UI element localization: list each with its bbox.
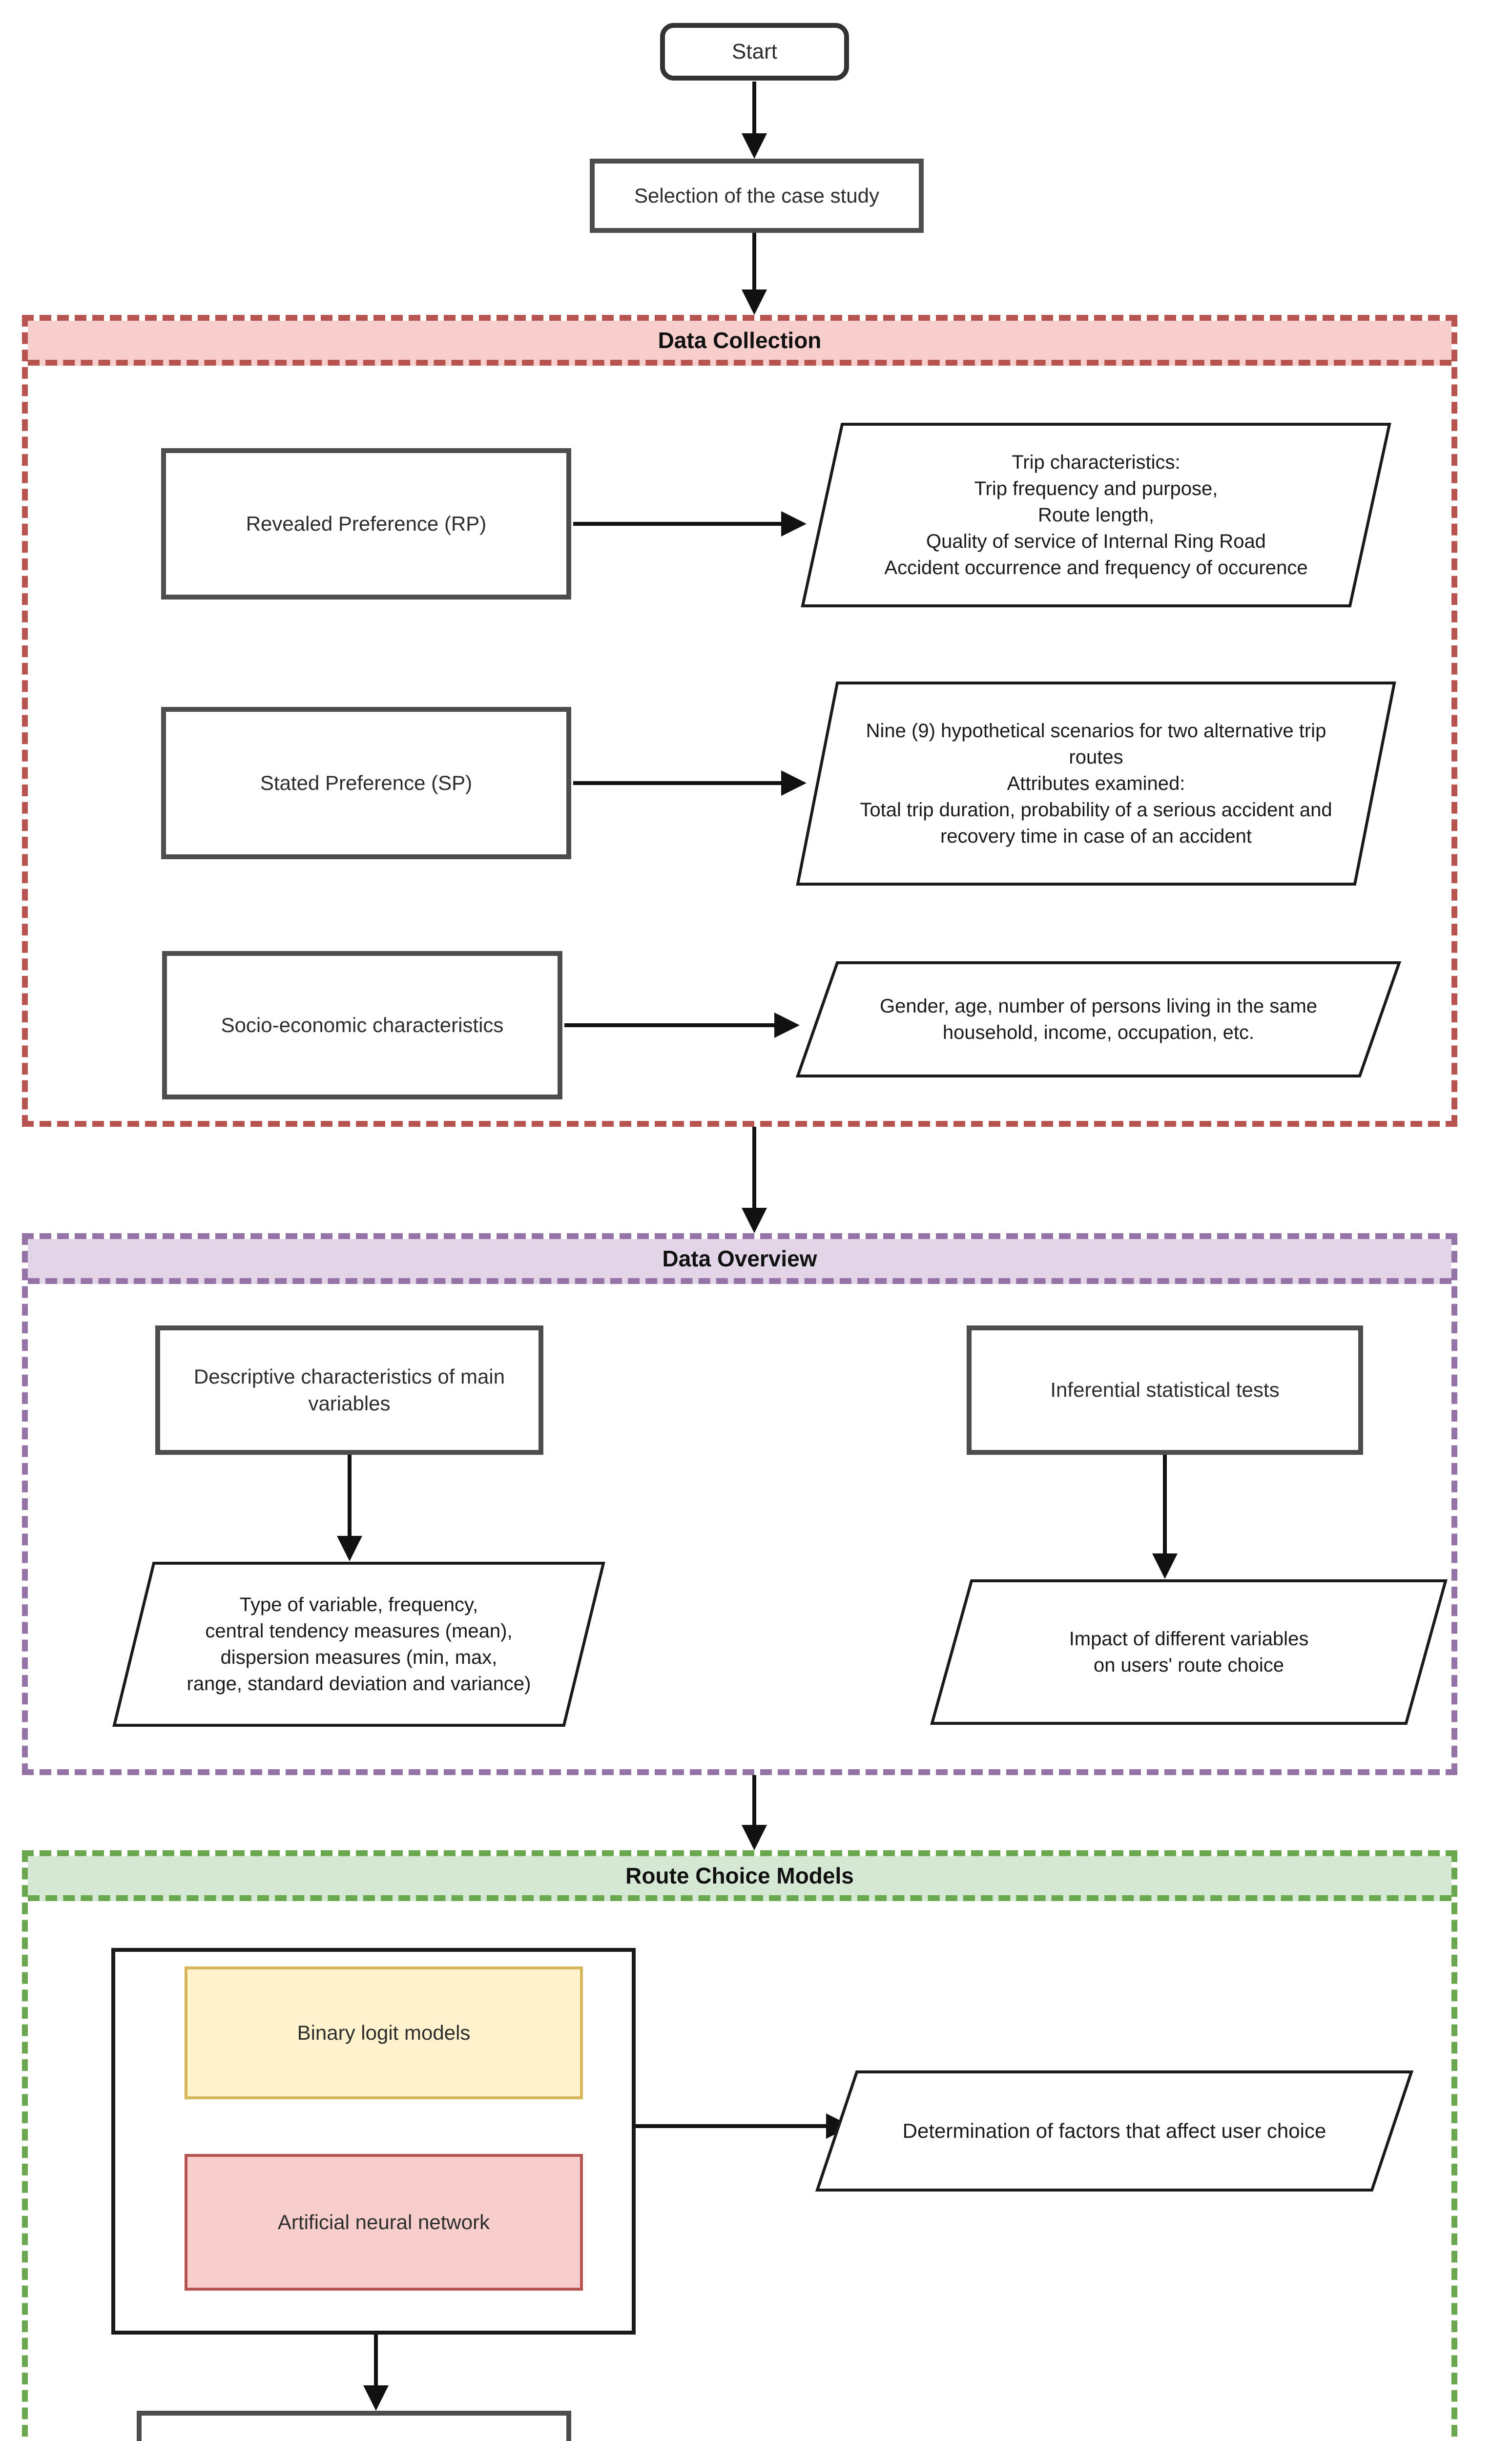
arrowhead-down-icon <box>1152 1553 1178 1579</box>
data-collection-header: Data Collection <box>28 321 1451 366</box>
connector-descriptive-details <box>348 1455 352 1536</box>
socio-details-parallelogram: Gender, age, number of persons living in… <box>796 961 1401 1078</box>
arrowhead-down-icon <box>363 2385 389 2411</box>
inferential-tests-node: Inferential statistical tests <box>967 1325 1363 1455</box>
parallelogram-shape <box>796 961 1401 1077</box>
route-choice-header: Route Choice Models <box>28 1856 1451 1901</box>
data-overview-section: Data Overview <box>22 1233 1457 1775</box>
parallelogram-shape <box>112 1562 605 1727</box>
connector-selection-datacollection <box>752 233 756 290</box>
connector-rp-details <box>573 522 781 526</box>
connector-models-determination <box>636 2124 826 2128</box>
arrowhead-right-icon <box>781 511 807 537</box>
connector-sp-details <box>573 781 781 785</box>
descriptive-details-parallelogram: Type of variable, frequency, central ten… <box>112 1561 605 1727</box>
data-overview-header: Data Overview <box>28 1239 1451 1284</box>
descriptive-characteristics-node: Descriptive characteristics of main vari… <box>155 1325 543 1455</box>
connector-socio-details <box>564 1023 774 1027</box>
rp-details-parallelogram: Trip characteristics: Trip frequency and… <box>801 422 1391 608</box>
sp-details-text: Nine (9) hypothetical scenarios for two … <box>860 720 1332 847</box>
connector-datacollection-dataoverview <box>752 1127 756 1208</box>
parallelogram-shape <box>796 682 1396 886</box>
artificial-neural-network-node: Artificial neural network <box>185 2154 583 2291</box>
binary-logit-node: Binary logit models <box>185 1966 583 2099</box>
arrowhead-down-icon <box>742 1208 767 1233</box>
connector-inferential-details <box>1163 1455 1167 1553</box>
socio-details-text: Gender, age, number of persons living in… <box>879 995 1318 1043</box>
arrowhead-down-icon <box>742 290 767 315</box>
socio-economic-node: Socio-economic characteristics <box>162 951 562 1099</box>
revealed-preference-node: Revealed Preference (RP) <box>161 448 571 600</box>
arrowhead-down-icon <box>742 1825 767 1850</box>
rp-details-text: Trip characteristics: Trip frequency and… <box>884 452 1308 579</box>
connector-models-assessment <box>374 2335 378 2385</box>
parallelogram-shape <box>801 423 1391 607</box>
determination-parallelogram: Determination of factors that affect use… <box>815 2070 1413 2192</box>
parallelogram-shape <box>815 2070 1413 2192</box>
data-collection-title: Data Collection <box>658 328 822 353</box>
determination-text: Determination of factors that affect use… <box>902 2119 1326 2142</box>
data-collection-section: Data Collection <box>22 315 1457 1127</box>
route-choice-section: Route Choice Models <box>22 1850 1457 2441</box>
arrowhead-right-icon <box>781 770 807 796</box>
assessment-node: Assessment of the predictive capabilitie… <box>137 2411 571 2441</box>
stated-preference-node: Stated Preference (SP) <box>161 707 571 859</box>
connector-start-selection <box>752 82 756 133</box>
descriptive-details-text: Type of variable, frequency, central ten… <box>186 1594 531 1695</box>
data-overview-title: Data Overview <box>662 1246 817 1271</box>
parallelogram-shape <box>930 1579 1448 1725</box>
arrowhead-right-icon <box>774 1013 800 1038</box>
sp-details-parallelogram: Nine (9) hypothetical scenarios for two … <box>796 681 1396 886</box>
inferential-details-text: Impact of different variables on users' … <box>1069 1628 1309 1676</box>
connector-dataoverview-routechoice <box>752 1775 756 1825</box>
arrowhead-down-icon <box>337 1536 362 1561</box>
inferential-details-parallelogram: Impact of different variables on users' … <box>930 1579 1448 1725</box>
route-choice-title: Route Choice Models <box>625 1863 854 1888</box>
start-node: Start <box>660 23 849 81</box>
case-study-node: Selection of the case study <box>590 159 924 233</box>
arrowhead-down-icon <box>742 133 767 159</box>
